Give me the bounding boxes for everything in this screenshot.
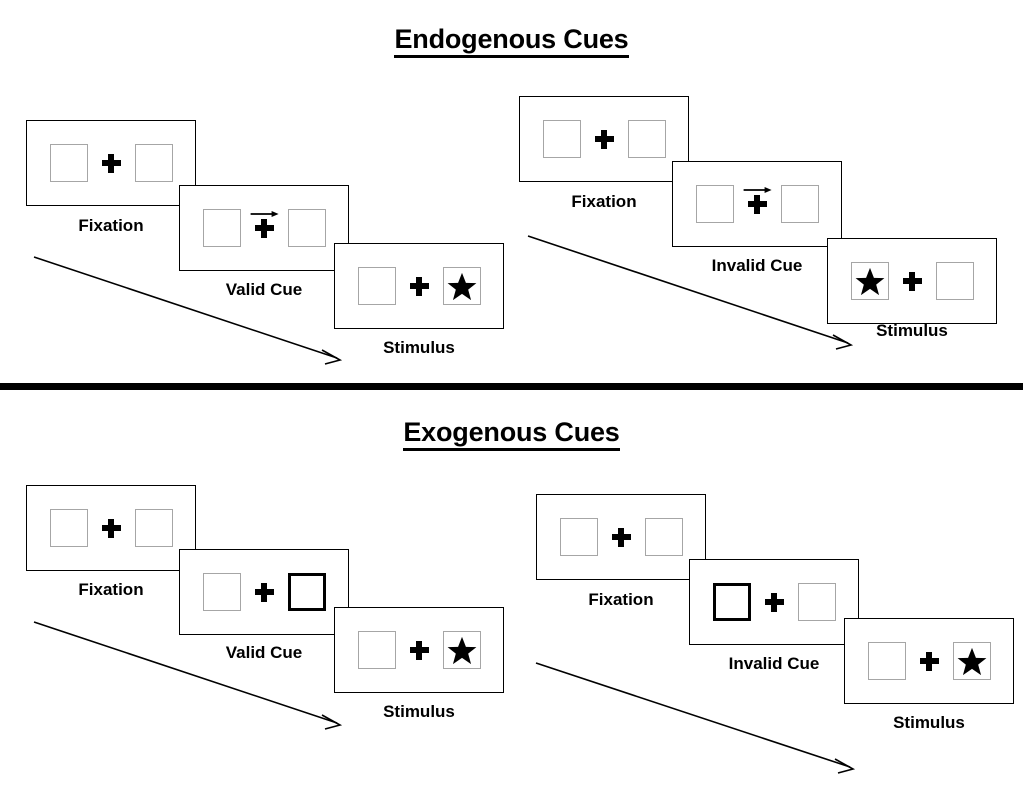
frame-caption-stimulus: Stimulus xyxy=(893,713,965,732)
plus-cross-icon xyxy=(919,651,939,671)
frame-caption-invalid-cue: Invalid Cue xyxy=(711,256,803,275)
trial-frame-stimulus[interactable] xyxy=(827,238,997,324)
frame-caption-fixation: Fixation xyxy=(78,216,144,235)
star-icon xyxy=(957,647,986,675)
center-slot xyxy=(409,631,429,669)
placeholder-box-left xyxy=(357,267,396,305)
placeholder-box-left xyxy=(867,642,906,680)
trial-frame-stimulus[interactable] xyxy=(334,607,504,693)
frame-content xyxy=(850,262,974,300)
placeholder-box-left xyxy=(202,573,241,611)
trial-frame-fixation[interactable] xyxy=(536,494,706,580)
center-slot xyxy=(902,262,922,300)
center-slot xyxy=(409,267,429,305)
placeholder-box-left xyxy=(695,185,734,223)
plus-cross-icon xyxy=(254,582,274,602)
frame-caption-valid-cue: Valid Cue xyxy=(225,280,303,299)
placeholder-box-right xyxy=(442,631,481,669)
frame-content xyxy=(49,509,173,547)
placeholder-box-right xyxy=(797,583,836,621)
placeholder-box-left xyxy=(49,509,88,547)
trial-frame-stimulus[interactable] xyxy=(334,243,504,329)
plus-cross-icon xyxy=(101,153,121,173)
frame-caption-stimulus: Stimulus xyxy=(876,321,948,340)
center-slot xyxy=(101,509,121,547)
arrow-right-icon xyxy=(743,187,772,193)
frame-content xyxy=(202,573,326,611)
trial-frame-stimulus[interactable] xyxy=(844,618,1014,704)
plus-cross-icon xyxy=(101,518,121,538)
placeholder-box-right xyxy=(134,509,173,547)
section-title-endogenous-text: Endogenous Cues xyxy=(394,24,629,58)
center-slot xyxy=(743,185,772,223)
plus-cross-icon xyxy=(611,527,631,547)
diagonal-arrow-icon xyxy=(535,662,856,774)
placeholder-box-right xyxy=(134,144,173,182)
placeholder-box-right xyxy=(644,518,683,556)
placeholder-box-left xyxy=(542,120,581,158)
placeholder-box-right xyxy=(780,185,819,223)
plus-cross-icon xyxy=(409,640,429,660)
plus-cross-icon xyxy=(902,271,922,291)
frame-caption-valid-cue: Valid Cue xyxy=(225,643,303,662)
plus-cross-icon xyxy=(594,129,614,149)
frame-caption-stimulus: Stimulus xyxy=(383,702,455,721)
arrow-right-icon xyxy=(250,211,279,217)
frame-caption-stimulus: Stimulus xyxy=(383,338,455,357)
placeholder-box-left xyxy=(202,209,241,247)
placeholder-box-right-cued xyxy=(287,573,326,611)
plus-cross-icon xyxy=(747,194,767,214)
trial-frame-invalid-cue[interactable] xyxy=(689,559,859,645)
trial-frame-valid-cue[interactable] xyxy=(179,185,349,271)
center-slot xyxy=(101,144,121,182)
star-icon xyxy=(447,272,476,300)
section-title-exogenous-text: Exogenous Cues xyxy=(403,417,620,451)
center-slot xyxy=(764,583,784,621)
frame-caption-invalid-cue: Invalid Cue xyxy=(728,654,820,673)
frame-content xyxy=(559,518,683,556)
frame-caption-fixation: Fixation xyxy=(78,580,144,599)
section-title-endogenous: Endogenous Cues xyxy=(0,24,1023,58)
plus-cross-icon xyxy=(254,218,274,238)
trial-frame-valid-cue[interactable] xyxy=(179,549,349,635)
placeholder-box-right xyxy=(627,120,666,158)
star-icon xyxy=(447,636,476,664)
frame-content xyxy=(695,185,819,223)
center-slot xyxy=(919,642,939,680)
center-slot xyxy=(611,518,631,556)
center-slot xyxy=(254,573,274,611)
placeholder-box-left xyxy=(357,631,396,669)
placeholder-box-right xyxy=(952,642,991,680)
trial-frame-fixation[interactable] xyxy=(26,485,196,571)
center-slot xyxy=(250,209,279,247)
trial-frame-fixation[interactable] xyxy=(26,120,196,206)
frame-content xyxy=(712,583,836,621)
frame-content xyxy=(357,267,481,305)
placeholder-box-right xyxy=(442,267,481,305)
section-divider xyxy=(0,383,1023,390)
placeholder-box-left xyxy=(559,518,598,556)
placeholder-box-right xyxy=(287,209,326,247)
frame-content xyxy=(202,209,326,247)
frame-content xyxy=(49,144,173,182)
section-title-exogenous: Exogenous Cues xyxy=(0,417,1023,451)
frame-caption-fixation: Fixation xyxy=(571,192,637,211)
center-slot xyxy=(594,120,614,158)
placeholder-box-right xyxy=(935,262,974,300)
trial-frame-fixation[interactable] xyxy=(519,96,689,182)
star-icon xyxy=(855,267,884,295)
plus-cross-icon xyxy=(409,276,429,296)
trial-frame-invalid-cue[interactable] xyxy=(672,161,842,247)
frame-content xyxy=(357,631,481,669)
plus-cross-icon xyxy=(764,592,784,612)
placeholder-box-left xyxy=(49,144,88,182)
frame-caption-fixation: Fixation xyxy=(588,590,654,609)
frame-content xyxy=(542,120,666,158)
frame-content xyxy=(867,642,991,680)
placeholder-box-left xyxy=(850,262,889,300)
placeholder-box-left-cued xyxy=(712,583,751,621)
